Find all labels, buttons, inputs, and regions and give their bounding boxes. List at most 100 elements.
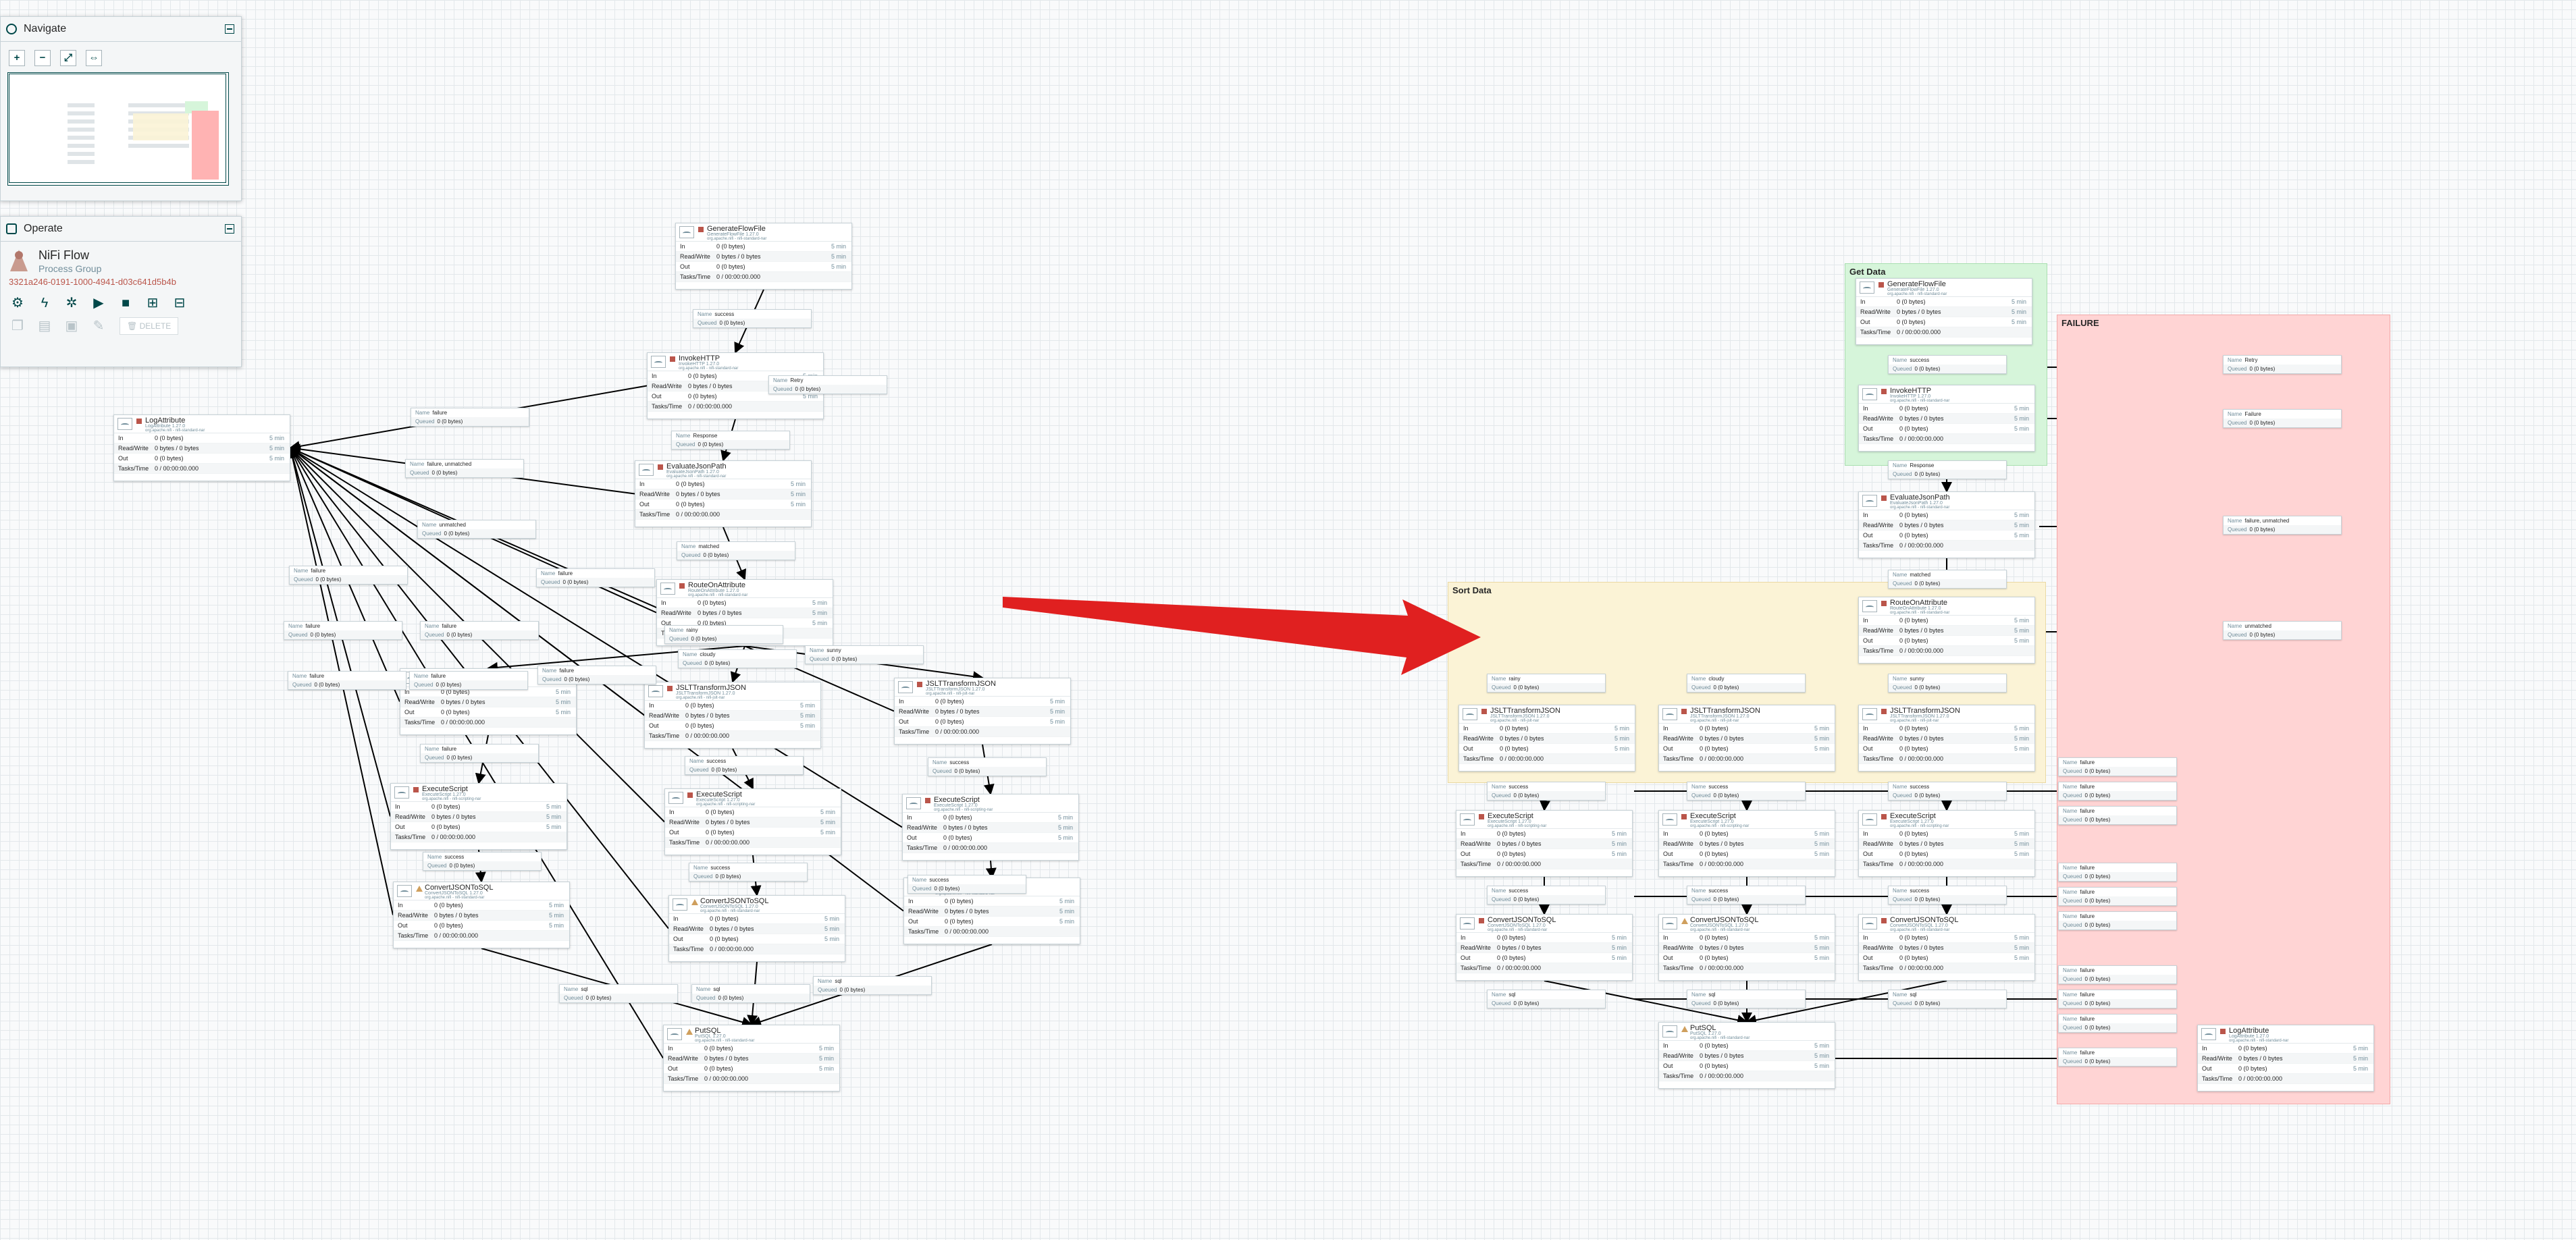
configure-gear-icon[interactable]: ⚙ [11, 296, 24, 311]
fit-button[interactable]: ⤢ [60, 50, 76, 66]
create-template-icon[interactable]: ⊞ [147, 296, 159, 311]
paste-icon[interactable]: ▤ [38, 319, 51, 333]
color-brush-icon[interactable]: ✎ [93, 319, 105, 333]
collapse-icon[interactable] [225, 224, 234, 234]
copy-icon[interactable]: ❐ [11, 319, 24, 333]
start-play-icon[interactable]: ▶ [93, 296, 104, 311]
delete-button[interactable]: 🗑 DELETE [120, 317, 179, 335]
zoom-in-button[interactable]: + [9, 50, 25, 66]
birdseye-view[interactable] [7, 72, 229, 186]
process-group-failure[interactable]: FAILURE [2057, 315, 2390, 1104]
zoom-out-button[interactable]: − [34, 50, 51, 66]
enable-bolt-icon[interactable]: ϟ [41, 296, 49, 311]
upload-template-icon[interactable]: ⊟ [174, 296, 186, 311]
disable-icon[interactable]: ✲ [65, 296, 78, 311]
actual-size-button[interactable]: ⇔ [86, 50, 102, 66]
stop-icon[interactable]: ■ [121, 296, 130, 311]
group-icon[interactable]: ▣ [65, 319, 78, 333]
